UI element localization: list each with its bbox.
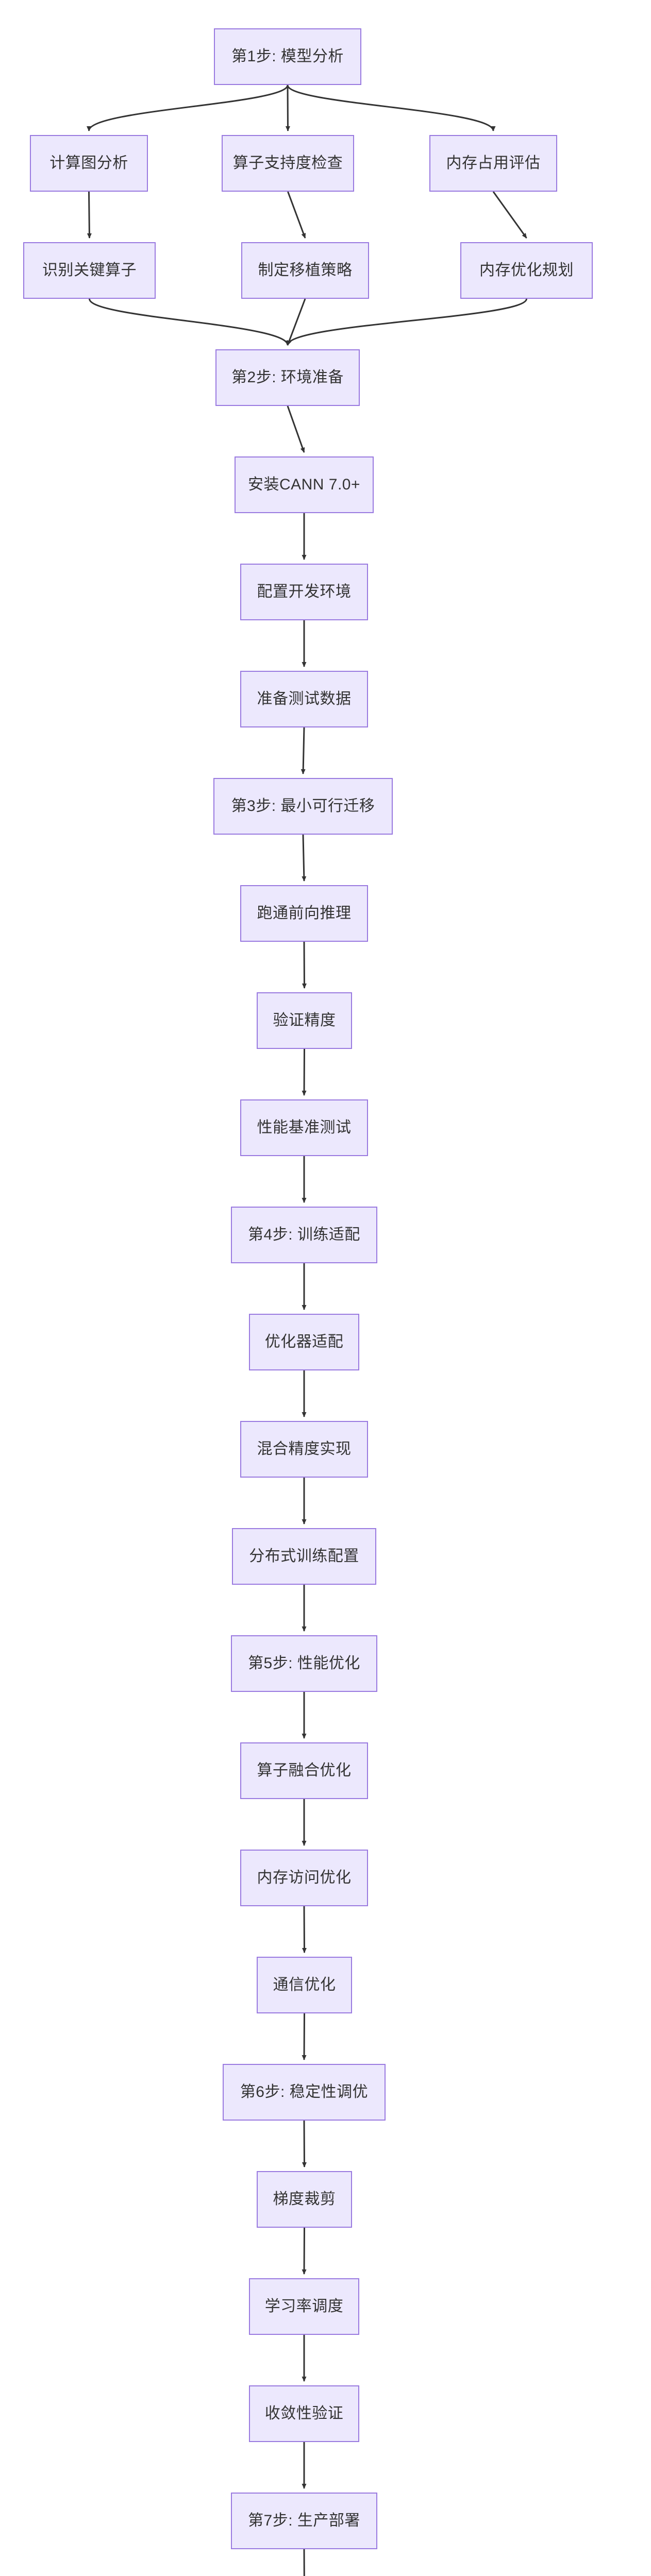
flow-node-label: 内存访问优化 [257,1869,352,1887]
flow-node-label: 第2步: 环境准备 [231,369,344,386]
flow-edge-n22-n23 [302,1906,307,1953]
flow-node-label: 第6步: 稳定性调优 [240,2083,369,2101]
flow-edge-n13-n14 [302,941,307,989]
flow-node-n6[interactable]: 制定移植策略 [241,242,369,299]
flow-node-n1[interactable]: 第1步: 模型分析 [214,28,361,85]
flow-node-label: 分布式训练配置 [249,1548,359,1565]
flow-edge-n25-n26 [302,2227,307,2275]
flow-node-label: 第7步: 生产部署 [248,2512,360,2530]
flow-node-label: 准备测试数据 [257,690,352,708]
flow-node-n10[interactable]: 配置开发环境 [240,564,368,620]
flow-edge-n4-n7 [492,191,527,239]
flow-node-label: 制定移植策略 [258,262,353,279]
flow-node-label: 混合精度实现 [257,1440,352,1458]
flow-node-label: 算子融合优化 [257,1762,352,1780]
flow-node-n16[interactable]: 第4步: 训练适配 [231,1207,377,1263]
flow-node-n22[interactable]: 内存访问优化 [240,1850,368,1906]
flow-node-n27[interactable]: 收敛性验证 [249,2385,359,2442]
flow-node-n7[interactable]: 内存优化规划 [460,242,593,299]
flow-edge-n14-n15 [302,1048,307,1096]
flow-node-n2[interactable]: 计算图分析 [30,135,148,192]
flow-node-label: 算子支持度检查 [232,155,343,172]
flow-edge-n11-n12 [301,727,306,774]
flow-edge-n12-n13 [302,834,307,882]
flow-node-n14[interactable]: 验证精度 [257,992,352,1049]
flow-edge-n23-n24 [302,2013,307,2060]
flow-node-n23[interactable]: 通信优化 [257,1957,352,2013]
flow-edge-n7-n8 [285,298,527,346]
flow-node-n4[interactable]: 内存占用评估 [429,135,557,192]
flow-node-n20[interactable]: 第5步: 性能优化 [231,1635,377,1692]
flow-node-label: 学习率调度 [264,2298,344,2315]
flow-node-n11[interactable]: 准备测试数据 [240,671,368,727]
flow-edge-n1-n4 [287,84,496,131]
flow-node-label: 内存优化规划 [479,262,574,279]
flow-node-label: 第5步: 性能优化 [248,1655,360,1672]
flow-node-n13[interactable]: 跑通前向推理 [240,885,368,942]
flow-node-n3[interactable]: 算子支持度检查 [222,135,354,192]
flow-edge-n5-n8 [89,298,290,346]
flow-node-label: 收敛性验证 [264,2405,344,2422]
flow-node-n28[interactable]: 第7步: 生产部署 [231,2493,377,2549]
flow-node-n18[interactable]: 混合精度实现 [240,1421,368,1478]
flow-node-label: 配置开发环境 [257,583,352,601]
flow-node-label: 计算图分析 [49,155,128,172]
flow-node-n15[interactable]: 性能基准测试 [240,1099,368,1156]
flow-node-label: 内存占用评估 [446,155,541,172]
flow-node-label: 优化器适配 [264,1333,344,1351]
flow-node-label: 第1步: 模型分析 [231,48,344,65]
flow-node-label: 第4步: 训练适配 [248,1226,360,1244]
flow-node-label: 安装CANN 7.0+ [247,476,361,494]
flow-node-n19[interactable]: 分布式训练配置 [232,1528,376,1585]
flow-node-n25[interactable]: 梯度裁剪 [257,2171,352,2228]
flow-node-label: 跑通前向推理 [257,905,352,922]
flow-node-n8[interactable]: 第2步: 环境准备 [215,349,360,406]
flow-edge-n2-n5 [87,191,92,239]
flow-node-n17[interactable]: 优化器适配 [249,1314,359,1370]
flow-node-n5[interactable]: 识别关键算子 [23,242,156,299]
flow-node-label: 性能基准测试 [257,1119,352,1137]
flow-node-n9[interactable]: 安装CANN 7.0+ [235,456,374,513]
flow-edge-n1-n2 [87,84,289,131]
flow-edge-n6-n8 [287,298,306,346]
flow-node-n12[interactable]: 第3步: 最小可行迁移 [213,778,393,835]
flow-edge-n24-n25 [302,2120,307,2167]
flow-node-label: 通信优化 [273,1976,336,1994]
flow-node-n26[interactable]: 学习率调度 [249,2278,359,2335]
flow-edge-n3-n6 [287,191,306,239]
flow-edge-n28-n29 [303,2549,305,2576]
flow-node-n21[interactable]: 算子融合优化 [240,1742,368,1799]
flow-node-label: 识别关键算子 [42,262,137,279]
flow-edge-n8-n9 [287,405,305,453]
flow-node-label: 第3步: 最小可行迁移 [231,798,375,815]
flow-node-label: 验证精度 [273,1012,336,1029]
flow-node-label: 梯度裁剪 [273,2191,336,2208]
flow-node-n24[interactable]: 第6步: 稳定性调优 [223,2064,386,2121]
